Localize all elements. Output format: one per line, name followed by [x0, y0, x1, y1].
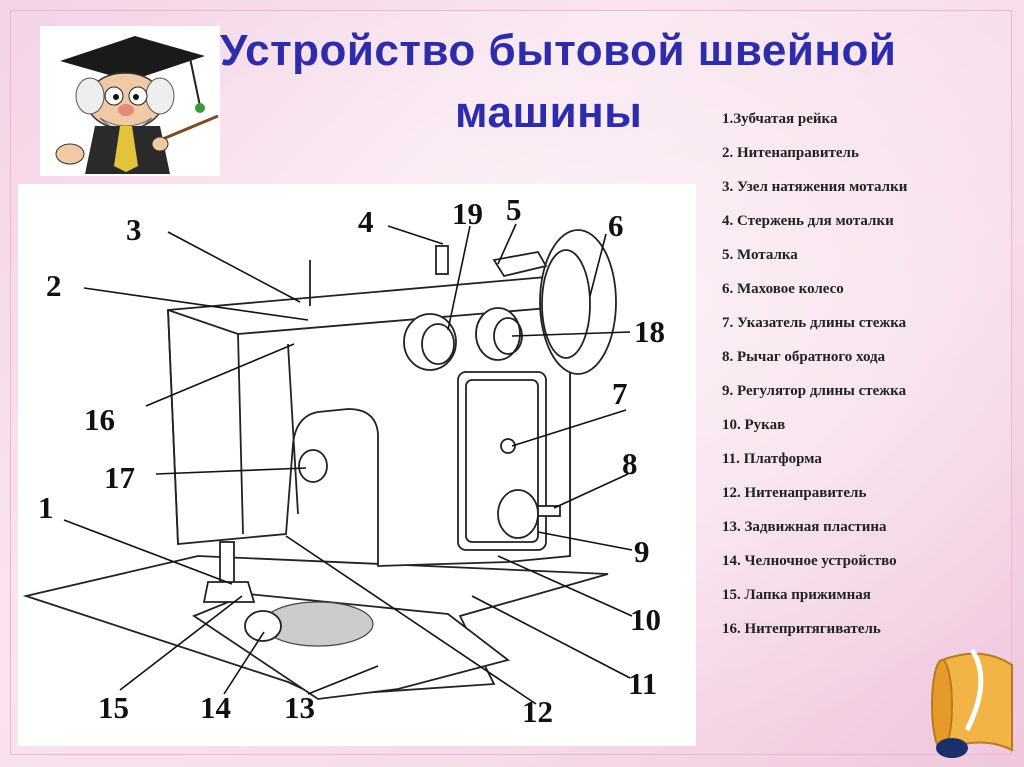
callout-8: 8: [622, 446, 638, 481]
legend-item: 9. Регулятор длины стежка: [722, 380, 1012, 414]
legend-item: 4. Стержень для моталки: [722, 210, 1012, 244]
spool-pin-shape: [436, 246, 448, 274]
legend-item: 8. Рычаг обратного хода: [722, 346, 1012, 380]
leader-3: [168, 232, 300, 302]
stitch-regulator-shape: [498, 490, 538, 538]
legend-item: 1.Зубчатая рейка: [722, 108, 1012, 142]
legend-item: 7. Указатель длины стежка: [722, 312, 1012, 346]
callout-1: 1: [38, 490, 54, 525]
callout-17: 17: [104, 460, 135, 495]
legend-item: 3. Узел натяжения моталки: [722, 176, 1012, 210]
callout-15: 15: [98, 690, 129, 725]
callout-2: 2: [46, 268, 62, 303]
legend-item: 5. Моталка: [722, 244, 1012, 278]
knob-17-shape: [299, 450, 327, 482]
legend-item: 10. Рукав: [722, 414, 1012, 448]
callout-18: 18: [634, 314, 665, 349]
legend-item: 13. Задвижная пластина: [722, 516, 1012, 550]
legend-item: 11. Платформа: [722, 448, 1012, 482]
callout-6: 6: [608, 208, 624, 243]
sewing-machine-drawing: 3 4 19 5 6 2 18 16 7 8 17 1 9 10 11 15 1…: [18, 184, 696, 746]
callout-3: 3: [126, 212, 142, 247]
legend-item: 14. Челночное устройство: [722, 550, 1012, 584]
callout-5: 5: [506, 192, 522, 227]
callout-10: 10: [630, 602, 661, 637]
callout-11: 11: [628, 666, 657, 701]
flywheel-shape: [540, 230, 616, 374]
scroll-quill-decoration: [912, 640, 1024, 767]
callout-4: 4: [358, 204, 374, 239]
callout-16: 16: [84, 402, 115, 437]
sewing-machine-diagram: 3 4 19 5 6 2 18 16 7 8 17 1 9 10 11 15 1…: [18, 184, 696, 746]
leader-4: [388, 226, 443, 244]
leader-11: [472, 596, 630, 678]
callout-13: 13: [284, 690, 315, 725]
professor-cartoon-image: [40, 26, 220, 176]
callout-7: 7: [612, 376, 628, 411]
presser-foot-shape: [204, 582, 254, 602]
shuttle-shape: [245, 611, 281, 641]
title-line-1: Устройство бытовой швейной: [210, 20, 970, 82]
legend-item: 15. Лапка прижимная: [722, 584, 1012, 618]
parts-legend: 1.Зубчатая рейка 2. Нитенаправитель 3. У…: [722, 108, 1012, 652]
callout-9: 9: [634, 534, 650, 569]
callout-14: 14: [200, 690, 231, 725]
callout-19: 19: [452, 196, 483, 231]
legend-item: 2. Нитенаправитель: [722, 142, 1012, 176]
legend-item: 6. Маховое колесо: [722, 278, 1012, 312]
legend-item: 12. Нитенаправитель: [722, 482, 1012, 516]
callout-12: 12: [522, 694, 553, 729]
needle-bar-shape: [220, 542, 234, 584]
